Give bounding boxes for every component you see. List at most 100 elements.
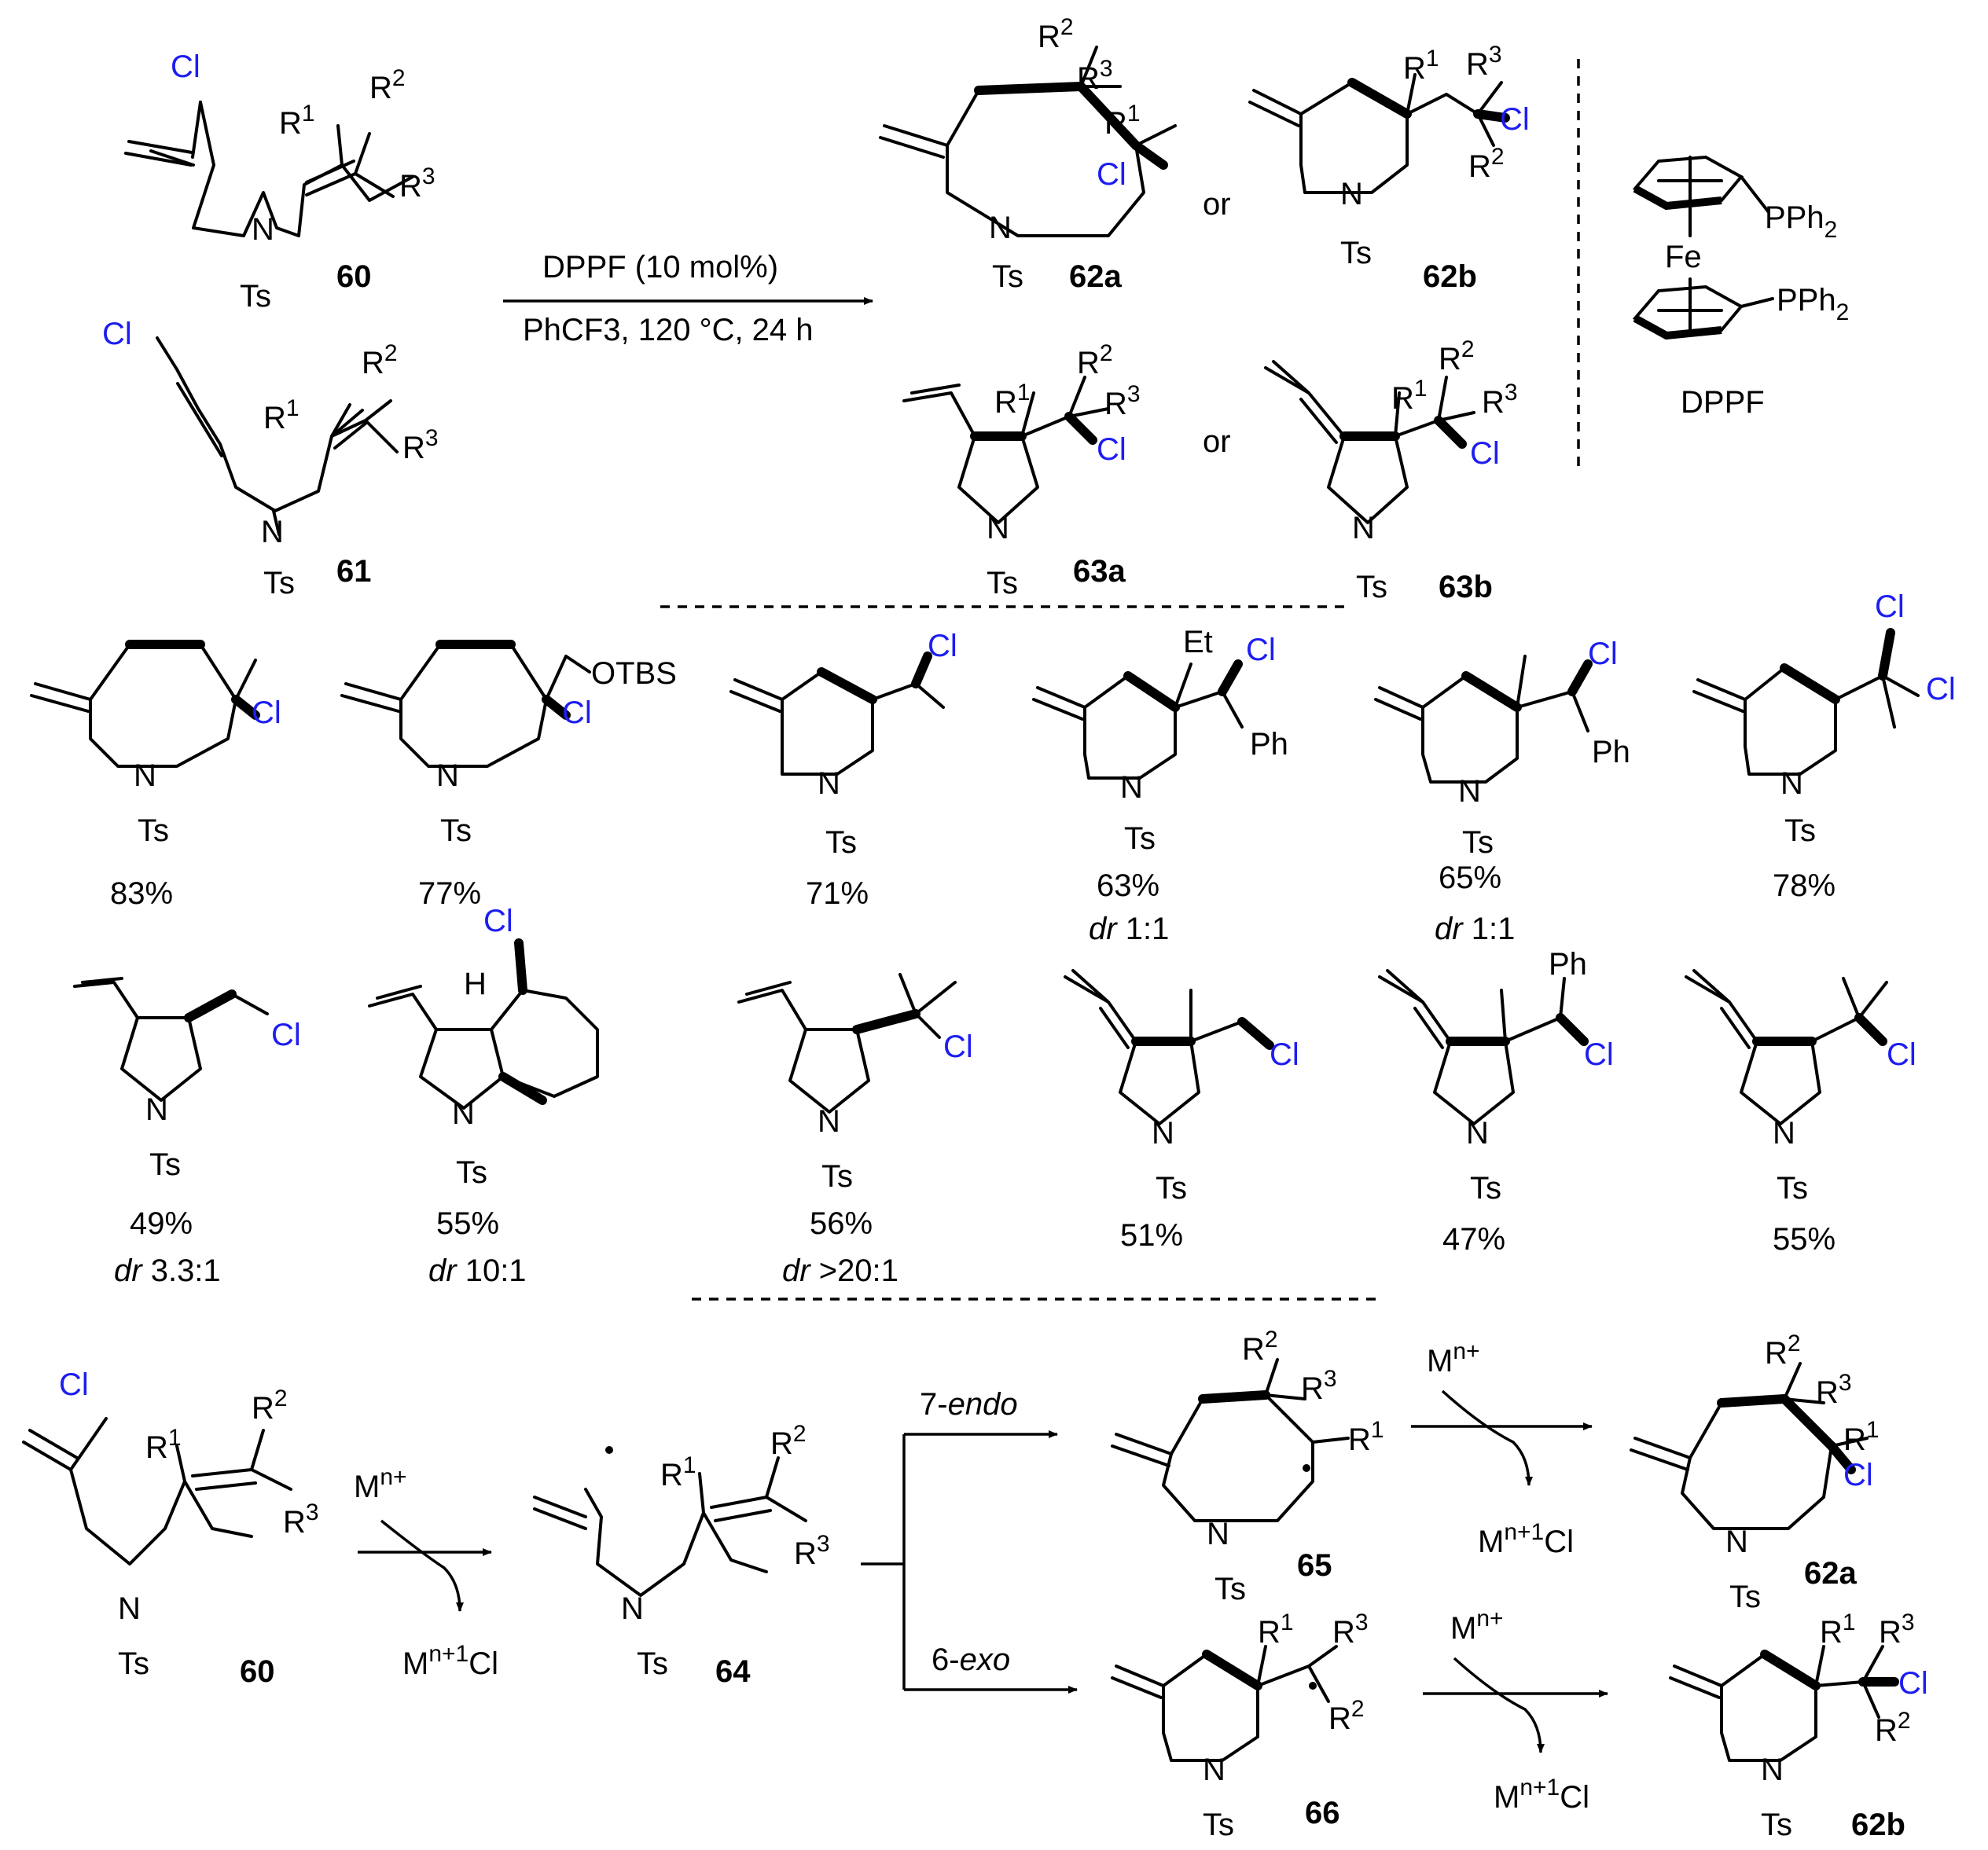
dr-8: dr 10:1 — [428, 1254, 527, 1288]
compound-62b-label: 62b — [1423, 259, 1477, 294]
n-m62a: N — [1725, 1525, 1748, 1559]
cl-s12: Cl — [1887, 1037, 1916, 1072]
svg-text:R1: R1 — [660, 1452, 696, 1492]
ts-s9: Ts — [821, 1159, 853, 1194]
n-s8: N — [452, 1096, 475, 1131]
svg-text:R1: R1 — [263, 395, 299, 435]
path-7-endo: 7-endo — [920, 1387, 1018, 1422]
n-label-5: N — [987, 511, 1009, 545]
compound-62a-label-2: 62a — [1804, 1556, 1857, 1591]
n-label-3: N — [989, 211, 1012, 245]
compound-60-label: 60 — [336, 259, 372, 294]
dr-7: dr 3.3:1 — [114, 1254, 221, 1288]
svg-text:R3: R3 — [1466, 42, 1502, 82]
substrate-60: Cl N Ts R1 R2 R3 60 — [124, 50, 435, 314]
mechanism-radical-65: N Ts R2 R3 R1 65 — [1111, 1327, 1384, 1606]
n-s9: N — [818, 1104, 840, 1139]
yield-3: 71% — [806, 876, 869, 911]
ts-m60: Ts — [118, 1646, 149, 1681]
svg-text:R2: R2 — [1038, 14, 1074, 54]
svg-text:R1: R1 — [145, 1425, 182, 1465]
yield-9: 56% — [810, 1206, 873, 1241]
svg-text:Mn+1Cl: Mn+1Cl — [1494, 1775, 1589, 1815]
cl-s9: Cl — [943, 1030, 973, 1064]
scope-product-10: Cl N Ts 51% — [1064, 969, 1299, 1253]
cl-s10: Cl — [1270, 1037, 1299, 1072]
ts-s11: Ts — [1470, 1171, 1501, 1206]
svg-text:R3: R3 — [283, 1499, 319, 1540]
mechanism-arrow-2: Mn+ Mn+1Cl — [1411, 1338, 1593, 1559]
ts-label-6: Ts — [1356, 570, 1387, 604]
n-m62b: N — [1761, 1753, 1784, 1787]
n-label-2: N — [261, 515, 284, 549]
cl-label-63b: Cl — [1470, 436, 1500, 471]
svg-text:R2: R2 — [1468, 144, 1505, 184]
product-62b: N Ts R1 R3 Cl R2 62b — [1248, 42, 1530, 294]
cl-s4: Cl — [1246, 633, 1276, 667]
cl-s6a: Cl — [1875, 589, 1905, 624]
n-label-6: N — [1352, 511, 1375, 545]
svg-text:R1: R1 — [1348, 1417, 1384, 1457]
svg-text:Mn+1Cl: Mn+1Cl — [1478, 1519, 1574, 1559]
ph-s4: Ph — [1250, 727, 1288, 762]
mechanism-product-62a: N Ts R2 R3 R1 Cl 62a — [1630, 1331, 1880, 1614]
ts-m62b: Ts — [1761, 1808, 1792, 1842]
compound-63a-label: 63a — [1073, 554, 1126, 589]
svg-text:R3: R3 — [794, 1531, 830, 1571]
catalyst-label: DPPF (10 mol%) — [542, 250, 778, 284]
ts-label-3: Ts — [992, 259, 1023, 294]
svg-text:Mn+1Cl: Mn+1Cl — [402, 1641, 498, 1681]
cl-s5: Cl — [1588, 637, 1618, 671]
ts-label-2: Ts — [263, 566, 295, 600]
ts-label: Ts — [240, 279, 271, 314]
n-m60: N — [118, 1591, 141, 1626]
n-s1: N — [134, 758, 156, 793]
yield-8: 55% — [436, 1206, 499, 1241]
svg-text:R3: R3 — [1077, 56, 1113, 96]
compound-61-label: 61 — [336, 554, 372, 589]
ts-s7: Ts — [149, 1147, 181, 1182]
mechanism-arrow-3: Mn+ Mn+1Cl — [1423, 1606, 1608, 1815]
scope-product-8: Cl H N Ts 55% dr 10:1 — [368, 904, 599, 1288]
ts-s12: Ts — [1777, 1171, 1808, 1206]
ts-m62a: Ts — [1729, 1580, 1761, 1614]
n-s12: N — [1773, 1116, 1795, 1151]
cl-label-2: Cl — [102, 317, 132, 351]
cl-label-63a: Cl — [1097, 432, 1126, 467]
svg-text:R3: R3 — [1332, 1610, 1369, 1650]
branch-arrows: 7-endo 6-exo — [861, 1387, 1078, 1694]
cl-label-62b: Cl — [1500, 102, 1530, 137]
cl-s8: Cl — [483, 904, 513, 938]
mechanism-product-62b: N Ts R1 R3 Cl R2 62b — [1669, 1610, 1928, 1842]
cl-m62a: Cl — [1843, 1458, 1873, 1492]
ts-s2: Ts — [440, 813, 472, 848]
scope-product-2: OTBS Cl N Ts 77% — [340, 640, 677, 911]
compound-64-label: 64 — [715, 1654, 751, 1689]
svg-text:R3: R3 — [402, 425, 439, 465]
svg-text:R2: R2 — [1439, 336, 1475, 376]
dr-5: dr 1:1 — [1435, 912, 1515, 946]
ts-s3: Ts — [825, 825, 857, 860]
n-s6: N — [1780, 766, 1803, 801]
svg-text:R2: R2 — [369, 65, 406, 105]
svg-text:R2: R2 — [362, 340, 398, 380]
path-6-exo: 6-exo — [932, 1643, 1010, 1677]
yield-6: 78% — [1773, 868, 1836, 903]
svg-text:R1: R1 — [279, 101, 315, 141]
n-s4: N — [1120, 770, 1143, 805]
ts-s6: Ts — [1784, 813, 1816, 848]
svg-text:Mn+: Mn+ — [354, 1464, 407, 1504]
scope-product-9: Cl N Ts 56% dr >20:1 — [737, 973, 973, 1288]
svg-text:R3: R3 — [399, 163, 435, 204]
svg-text:R1: R1 — [994, 380, 1031, 420]
svg-text:R2: R2 — [1765, 1331, 1801, 1371]
n-m65: N — [1207, 1517, 1229, 1551]
cl-s11: Cl — [1584, 1037, 1614, 1072]
ts-label-5: Ts — [987, 566, 1018, 600]
ts-m64: Ts — [637, 1646, 668, 1681]
svg-text:Mn+: Mn+ — [1450, 1606, 1504, 1646]
ts-s1: Ts — [138, 813, 169, 848]
scope-product-6: Cl Cl N Ts 78% — [1692, 589, 1956, 903]
svg-text:R1: R1 — [1843, 1417, 1880, 1457]
ts-s5: Ts — [1462, 825, 1494, 860]
